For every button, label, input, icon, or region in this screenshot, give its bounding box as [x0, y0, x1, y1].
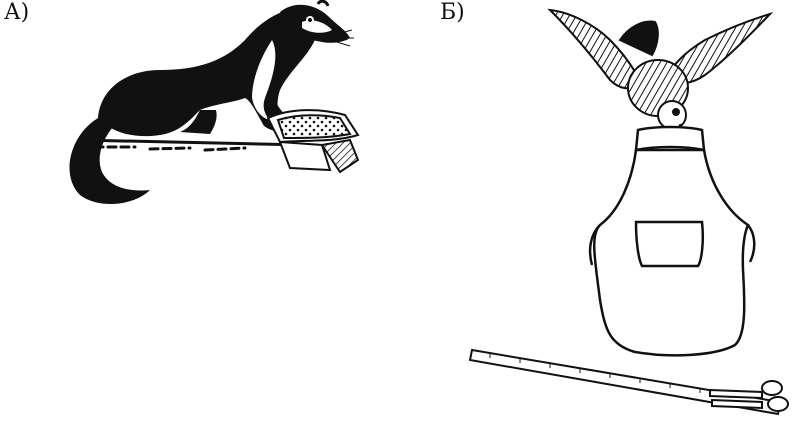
bird-illustration	[547, 8, 774, 136]
branch	[78, 138, 307, 152]
panel-b-illustration	[468, 8, 789, 416]
scissors-illustration	[709, 380, 789, 412]
weasel-illustration	[69, 0, 354, 205]
panel-a-illustration	[69, 0, 360, 205]
apron-illustration	[588, 125, 756, 357]
panel-b-label: Б)	[440, 0, 465, 25]
cloth-illustration	[266, 109, 360, 174]
panel-a-label: А)	[4, 0, 30, 25]
